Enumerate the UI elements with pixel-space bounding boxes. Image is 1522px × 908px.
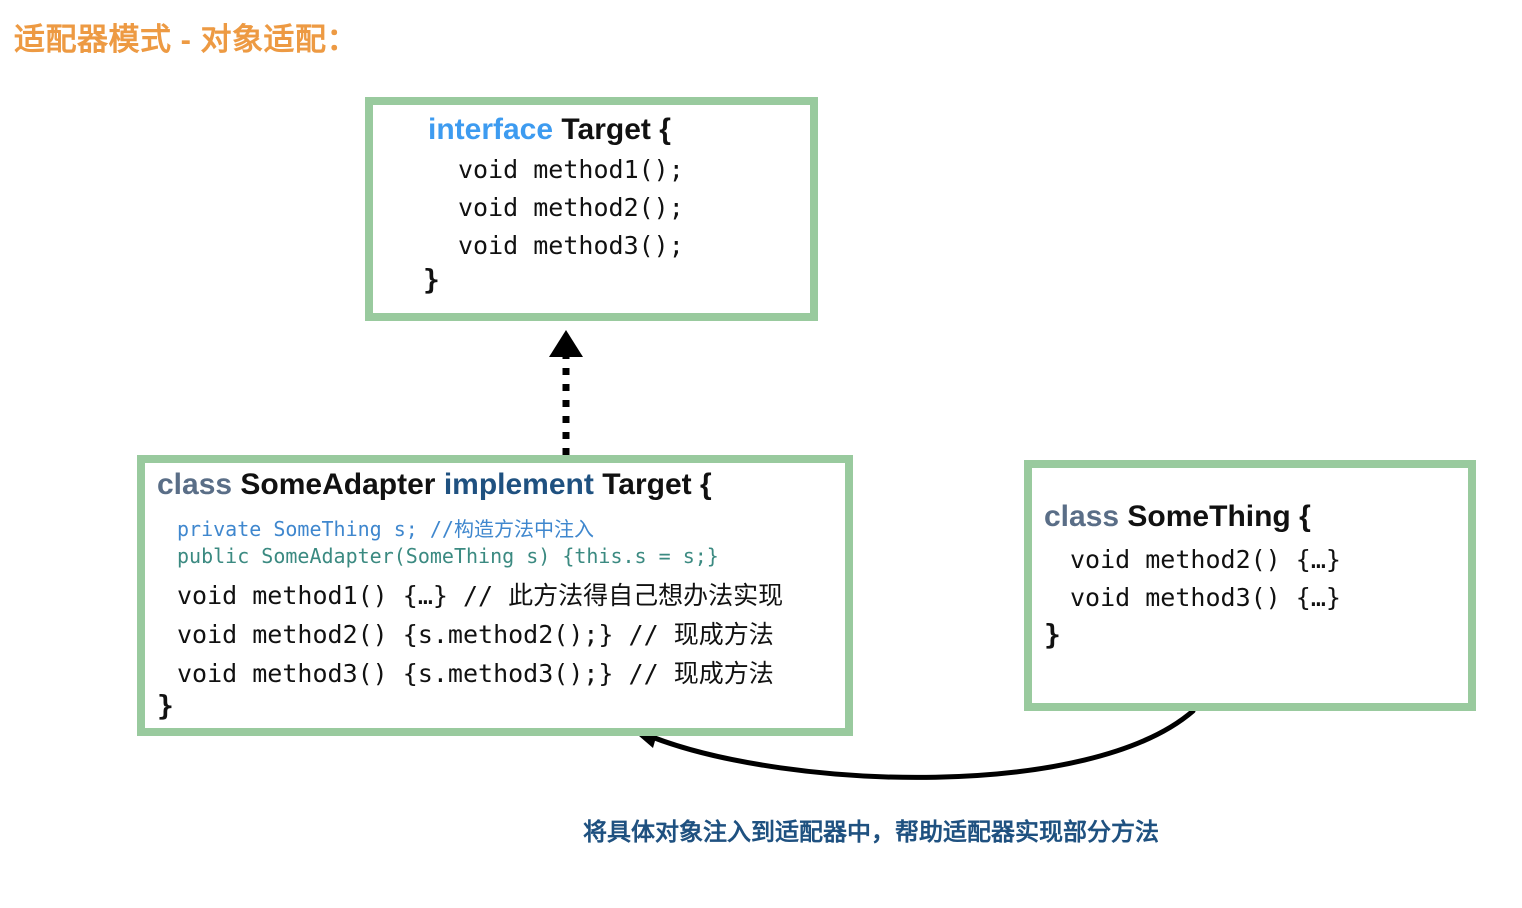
uml-box-target[interactable]: interface Target { void method1(); void … [365,97,818,321]
target-method-line: void method1(); [458,155,684,184]
adapter-close-brace: } [157,689,174,722]
uml-box-something[interactable]: class SomeThing { void method2() {…} voi… [1024,460,1476,711]
diagram-caption: 将具体对象注入到适配器中，帮助适配器实现部分方法 [583,819,1159,846]
target-close-brace: } [423,263,440,296]
adapter-method-line: void method3() {s.method3();} // 现成方法 [177,659,774,688]
implements-arrow [549,330,583,455]
target-method-line: void method3(); [458,231,684,260]
adapter-signature: class SomeAdapter implement Target { [157,468,712,502]
keyword-implement: implement [443,468,594,501]
keyword-class: class [157,468,233,501]
target-name-and-brace: Target { [561,113,671,146]
uml-box-adapter[interactable]: class SomeAdapter implement Target { pri… [137,455,853,736]
something-method-line: void method2() {…} [1070,545,1341,574]
adapter-method-line: void method1() {…} // 此方法得自己想办法实现 [177,581,784,610]
keyword-interface: interface [428,113,554,146]
adapter-class-name: SomeAdapter [240,468,436,501]
keyword-class: class [1044,500,1120,533]
adapter-implemented-interface: Target { [602,468,712,501]
something-name-and-brace: SomeThing { [1127,500,1311,533]
target-signature: interface Target { [428,113,671,147]
something-method-line: void method3() {…} [1070,583,1341,612]
target-method-line: void method2(); [458,193,684,222]
adapter-constructor-line: public SomeAdapter(SomeThing s) {this.s … [177,544,719,568]
something-signature: class SomeThing { [1044,500,1311,534]
adapter-method-line: void method2() {s.method2();} // 现成方法 [177,620,774,649]
adapter-field-line: private SomeThing s; //构造方法中注入 [177,517,594,541]
implements-arrow-head [549,330,583,357]
page-title: 适配器模式 - 对象适配： [14,22,359,57]
something-close-brace: } [1044,618,1061,651]
